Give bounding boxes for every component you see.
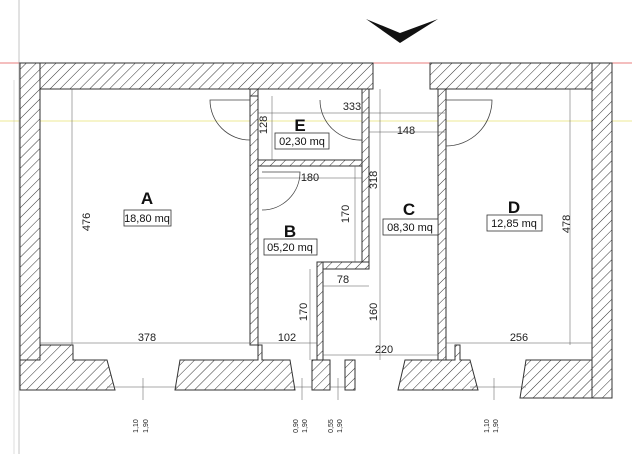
room-area-box-a <box>123 209 172 227</box>
window-c-w: 0,55 <box>328 419 335 433</box>
room-label-c: C <box>403 200 415 219</box>
room-label-d: D <box>508 198 520 217</box>
wall-bottom-d <box>519 359 593 399</box>
wall-inner-corner <box>249 88 259 97</box>
room-area-a: 18,80 mq <box>124 213 170 225</box>
wall-inner-step <box>316 261 370 270</box>
room-area-d: 12,85 mq <box>491 218 537 230</box>
dim-a-width: 378 <box>138 332 156 344</box>
room-area-box-c <box>382 218 439 236</box>
wall-inner-b-lower <box>316 261 324 361</box>
wall-bottom-bc <box>311 359 331 391</box>
room-area-c: 08,30 mq <box>387 222 433 234</box>
dim-c-lower: 160 <box>368 303 380 321</box>
dim-corridor-inner: 148 <box>397 125 415 137</box>
door-e <box>319 99 363 141</box>
wall-bottom-ab <box>174 344 296 391</box>
room-label-b: B <box>284 222 296 241</box>
dim-bottom-c: 220 <box>375 344 393 356</box>
dim-d-height: 478 <box>561 215 573 233</box>
window-a-h: 1,90 <box>143 419 150 433</box>
wall-inner-ae <box>249 88 259 346</box>
room-label-e: E <box>294 116 305 135</box>
dim-a-height: 476 <box>81 213 93 231</box>
wall-right <box>591 62 613 399</box>
wall-bottom-a <box>19 344 116 391</box>
window-c-h: 1,90 <box>337 419 344 433</box>
dim-b-lower: 170 <box>298 303 310 321</box>
dim-b-width: 180 <box>301 172 319 184</box>
room-area-box-b <box>263 238 318 256</box>
dim-step-width: 78 <box>337 274 349 286</box>
wall-bottom-c <box>344 359 356 391</box>
dim-e-height: 128 <box>258 116 270 134</box>
dim-corridor-top: 333 <box>343 101 361 113</box>
room-area-box-e <box>274 132 330 150</box>
dim-bottom-small: 102 <box>278 332 296 344</box>
window-d-w: 1,10 <box>484 419 491 433</box>
wall-top-left <box>18 62 374 90</box>
room-area-box-d <box>486 214 543 232</box>
chevron-down-icon <box>366 19 438 43</box>
wall-bottom-cd <box>397 344 479 391</box>
door-a <box>209 99 251 141</box>
wall-left <box>19 62 41 391</box>
wall-top-right <box>429 62 613 90</box>
window-a-w: 1,10 <box>133 419 140 433</box>
window-b-w: 0,90 <box>293 419 300 433</box>
wall-inner-e-bottom <box>257 159 363 167</box>
door-b <box>261 171 301 211</box>
dim-b-height: 170 <box>340 205 352 223</box>
window-b-h: 1,90 <box>302 419 309 433</box>
room-area-b: 05,20 mq <box>267 242 313 254</box>
dim-c-height: 318 <box>368 171 380 189</box>
room-area-e: 02,30 mq <box>279 136 325 148</box>
dim-d-width: 256 <box>510 332 528 344</box>
window-d-h: 1,90 <box>493 419 500 433</box>
room-label-a: A <box>141 189 153 208</box>
wall-inner-cd <box>437 88 447 361</box>
door-d <box>445 99 493 147</box>
